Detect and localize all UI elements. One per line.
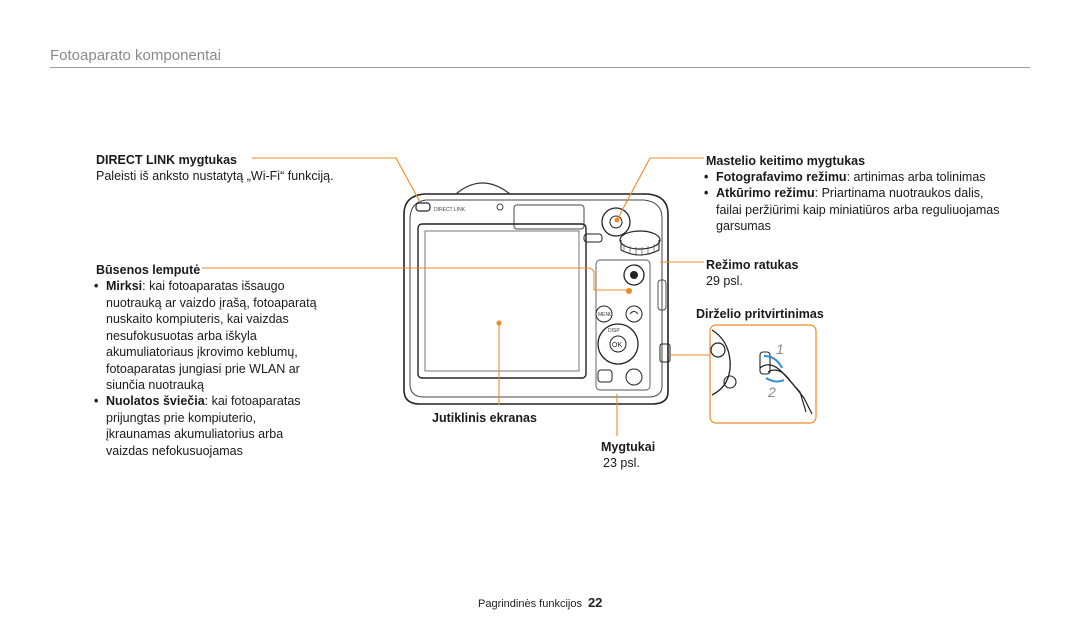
strap-heading: Dirželio pritvirtinimas <box>696 307 824 321</box>
bullet-term: Nuolatos šviečia <box>106 394 205 408</box>
bullet-text: įkraunamas akumuliatorius arba <box>106 427 284 441</box>
header-divider <box>50 67 1030 68</box>
page-header-title: Fotoaparato komponentai <box>50 47 221 64</box>
strap-step-1: 1 <box>776 341 784 357</box>
footer-page-number: 22 <box>587 595 603 610</box>
bullet-text: fotoaparatas jungiasi prie WLAN ar <box>106 361 300 376</box>
status-lamp-bullet-blinking: • Mirksi: kai fotoaparatas išsaugo nuotr… <box>94 279 317 392</box>
bullet-text: siunčia nuotrauką <box>106 378 204 392</box>
bullet-text: failai peržiūrimi kaip miniatiūros arba … <box>716 202 1000 217</box>
mode-dial-page-ref: 29 psl. <box>706 274 743 288</box>
direct-link-description: Paleisti iš anksto nustatytą „Wi-Fi“ fun… <box>96 169 334 183</box>
bullet-text: : kai fotoaparatas išsaugo <box>142 279 285 293</box>
camera-menu-text: MENU <box>598 312 613 318</box>
zoom-bullet-shooting: • Fotografavimo režimu: artinimas arba t… <box>704 170 986 184</box>
bullet-text: nuotrauką ar vaizdo įrašą, fotoaparatą <box>106 295 317 310</box>
bullet-text: : Priartinama nuotraukos dalis, <box>814 186 984 200</box>
zoom-bullet-playback: • Atkūrimo režimu: Priartinama nuotrauko… <box>704 186 1000 233</box>
bullet-text: vaizdas nefokusuojamas <box>106 443 243 458</box>
footer-section-title: Pagrindinės funkcijos <box>478 598 582 610</box>
touch-screen-label: Jutiklinis ekranas <box>432 411 537 425</box>
bullet-text: akumuliatoriaus įkrovimo keblumų, <box>106 345 298 359</box>
zoom-heading: Mastelio keitimo mygtukas <box>706 154 866 168</box>
direct-link-heading: DIRECT LINK mygtukas <box>96 153 237 167</box>
status-lamp-marker <box>626 288 632 294</box>
strap-inset: 1 2 <box>709 324 817 424</box>
bullet-term: Mirksi <box>106 279 143 293</box>
strap-arrow-2 <box>765 377 785 383</box>
bullet-term: Atkūrimo režimu <box>716 186 815 200</box>
bullet-text: prijungtas prie kompiuterio, <box>106 410 257 425</box>
direct-link-button-icon <box>415 202 431 212</box>
camera-body: DIRECT LINK MENU OK DI <box>403 182 671 405</box>
buttons-page-ref: 23 psl. <box>603 456 640 470</box>
camera-direct-link-text: DIRECT LINK <box>434 207 466 213</box>
strap-arrow-1 <box>763 355 783 369</box>
bullet-text: : artinimas arba tolinimas <box>846 170 986 184</box>
bullet-text: nesufokusuotas arba iškyla <box>106 328 257 343</box>
bullet-text: : kai fotoaparatas <box>204 394 301 408</box>
strap-step-2: 2 <box>767 384 776 400</box>
bullet-term: Fotografavimo režimu <box>716 170 847 184</box>
callout-lines <box>202 157 710 436</box>
bullet-text: nuskaito kompiuteris, kai vaizdas <box>106 312 289 326</box>
mode-dial-heading: Režimo ratukas <box>706 258 799 272</box>
buttons-label: Mygtukai <box>601 440 656 454</box>
camera-ok-text: OK <box>612 342 622 349</box>
camera-disp-text: DISP <box>608 328 620 334</box>
status-lamp-bullet-steady: • Nuolatos šviečia: kai fotoaparatas pri… <box>94 394 301 458</box>
status-lamp-heading: Būsenos lemputė <box>96 263 201 277</box>
bullet-text: garsumas <box>716 219 771 233</box>
page-footer: Pagrindinės funkcijos 22 <box>478 595 602 610</box>
